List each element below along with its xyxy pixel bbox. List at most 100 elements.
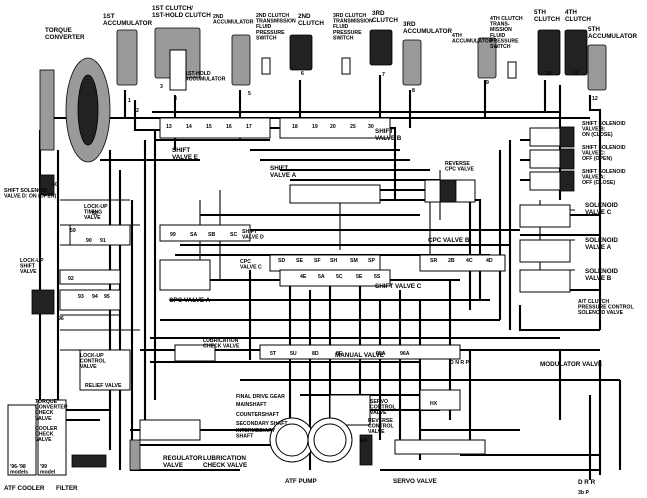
label-final-drive-gear: FINAL DRIVE GEAR [236,394,285,400]
port-label: 2B [448,258,455,264]
port-label: 18 [292,124,298,130]
port-label: SP [368,258,375,264]
label-secondary-shaft: SECONDARY SHAFT [236,421,288,427]
port-label: 15 [206,124,212,130]
atf-cooler-filter [7,399,141,476]
port-label: SE [296,258,303,264]
label-servo-valve: SERVO VALVE [393,478,437,485]
label-cpc-valve-a: CPC VALVE A [169,297,211,304]
port-label: SA [190,232,197,238]
port-label: 14 [186,124,192,130]
label-atf-cooler: ATF COOLER [4,485,45,492]
port-label: 10 [546,71,552,77]
solenoids [31,126,575,466]
port-label: 99 [170,232,176,238]
label-manual-valve: MANUAL VALVE [335,352,384,359]
port-label: 94 [92,294,98,300]
port-label: 4C [466,258,473,264]
port-label: 96A [400,351,410,357]
port-label: 5A [318,274,325,280]
label-shift-valve-c: SHIFT VALVE C [375,283,422,290]
port-label: 59 [70,228,76,234]
label-mainshaft: MAINSHAFT [236,402,267,408]
port-label: 8E [336,351,343,357]
port-label: 6 [301,71,304,77]
port-label: SB [208,232,215,238]
label-relief-valve: RELIEF VALVE [85,383,122,389]
port-label: 40 [52,182,58,188]
port-label: 11 [573,71,579,77]
port-label: 5S [374,274,381,280]
port-label: 19 [312,124,318,130]
port-label: 12 [592,96,598,102]
port-label: SH [330,258,337,264]
port-label: 5T [270,351,277,357]
atf-pump [269,417,353,463]
label-filter: FILTER [56,485,78,492]
port-label: 5U [290,351,297,357]
port-label: 17 [246,124,252,130]
label-manual-positions: D N R P [450,360,470,366]
port-label: 5 [248,91,251,97]
port-label: 16 [226,124,232,130]
port-label: SD [278,258,285,264]
port-label: SC [230,232,237,238]
port-label: 5E [356,274,363,280]
port-label: HX [430,401,438,407]
port-label: 13 [166,124,172,130]
valve-bodies [59,117,571,455]
port-label: 4 [174,96,177,102]
port-label: 25 [350,124,356,130]
label-outlet-codes: D R R [578,479,596,486]
port-label: 1 [128,98,131,104]
label-first-clutch: 1ST CLUTCH/1ST-HOLD CLUTCH [152,5,211,19]
port-label: 3 [160,84,163,90]
clutches-and-accumulators [116,27,607,91]
port-label: SR [430,258,437,264]
port-label: SM [350,258,358,264]
port-label: 2 [136,108,139,114]
port-label: 8D [312,351,319,357]
label-countershaft: COUNTERSHAFT [236,412,280,418]
port-label: 93 [78,294,84,300]
port-label: 8 [412,88,415,94]
port-label: 30 [368,124,374,130]
port-label: AX [360,438,368,444]
